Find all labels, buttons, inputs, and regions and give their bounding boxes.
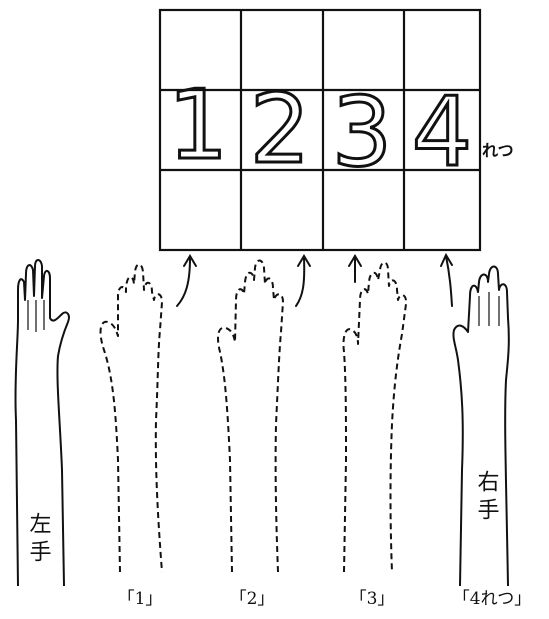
position-label-4: 「4れつ」: [453, 589, 531, 609]
hand-position-2: [218, 261, 283, 573]
left-hand-label: 左手: [26, 512, 52, 568]
position-label-1: 「1」: [118, 589, 163, 609]
arrow-4: [441, 255, 452, 306]
right-hand: [453, 267, 508, 587]
arrow-2: [296, 256, 310, 306]
hand-position-3: [343, 263, 406, 573]
position-label-2: 「2」: [230, 589, 275, 609]
column-side-label: れつ: [482, 141, 514, 160]
right-hand-label: 右手: [474, 470, 500, 526]
column-number-4: 4: [412, 78, 472, 188]
column-number-1: 1: [168, 71, 228, 181]
arrow-3: [349, 256, 361, 282]
hand-position-1: [101, 265, 162, 573]
arrows: [177, 255, 452, 306]
column-number-2: 2: [250, 75, 310, 185]
column-number-3: 3: [332, 78, 392, 188]
arrow-1: [177, 256, 196, 306]
position-label-3: 「3」: [350, 589, 395, 609]
